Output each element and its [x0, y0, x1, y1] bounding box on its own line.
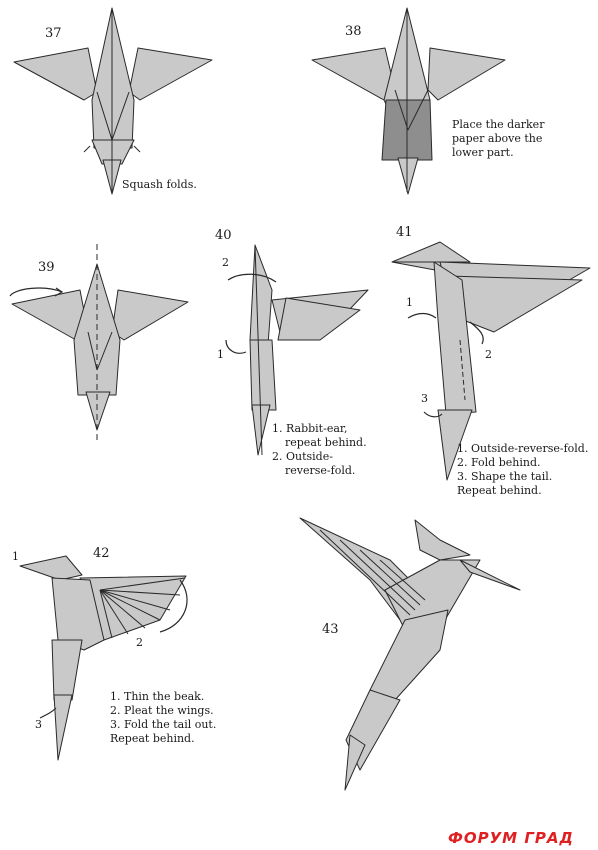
step-41-marker-2: 2: [485, 348, 492, 361]
step-40-arrows: [225, 273, 277, 354]
step-42-note: 1. Thin the beak. 2. Pleat the wings. 3.…: [110, 690, 217, 745]
step-39-rotate-arrow: [9, 287, 64, 297]
step-40-drawing: [249, 244, 369, 456]
step-40-note: 1. Rabbit-ear, repeat behind. 2. Outside…: [272, 422, 367, 477]
step-41-note: 1. Outside-reverse-fold. 2. Fold behind.…: [457, 442, 589, 497]
step-38-drawing: [311, 7, 506, 195]
step-number-38: 38: [345, 24, 362, 39]
step-number-42: 42: [93, 546, 110, 561]
step-number-41: 41: [396, 225, 413, 240]
step-42-marker-3: 3: [35, 718, 42, 731]
step-40-marker-1: 1: [217, 348, 224, 361]
step-42-arrows: [39, 579, 188, 719]
watermark: ФОРУМ ГРАД: [448, 829, 574, 847]
step-41-marker-1: 1: [406, 296, 413, 309]
step-42-drawing: [19, 555, 187, 761]
step-37-note: Squash folds.: [122, 178, 197, 191]
step-number-39: 39: [38, 260, 55, 275]
step-41-drawing: [391, 241, 591, 481]
step-number-37: 37: [45, 26, 62, 41]
step-39-drawing: [11, 244, 189, 440]
step-40-marker-2: 2: [222, 256, 229, 269]
step-41-arrows: [407, 312, 484, 418]
step-38-note: Place the darker paper above the lower p…: [452, 118, 545, 159]
step-43-drawing: [299, 517, 521, 791]
step-37-drawing: [13, 7, 213, 195]
step-42-marker-1: 1: [12, 550, 19, 563]
step-41-marker-3: 3: [421, 392, 428, 405]
step-number-40: 40: [215, 228, 232, 243]
step-42-marker-2: 2: [136, 636, 143, 649]
step-number-43: 43: [322, 622, 339, 637]
